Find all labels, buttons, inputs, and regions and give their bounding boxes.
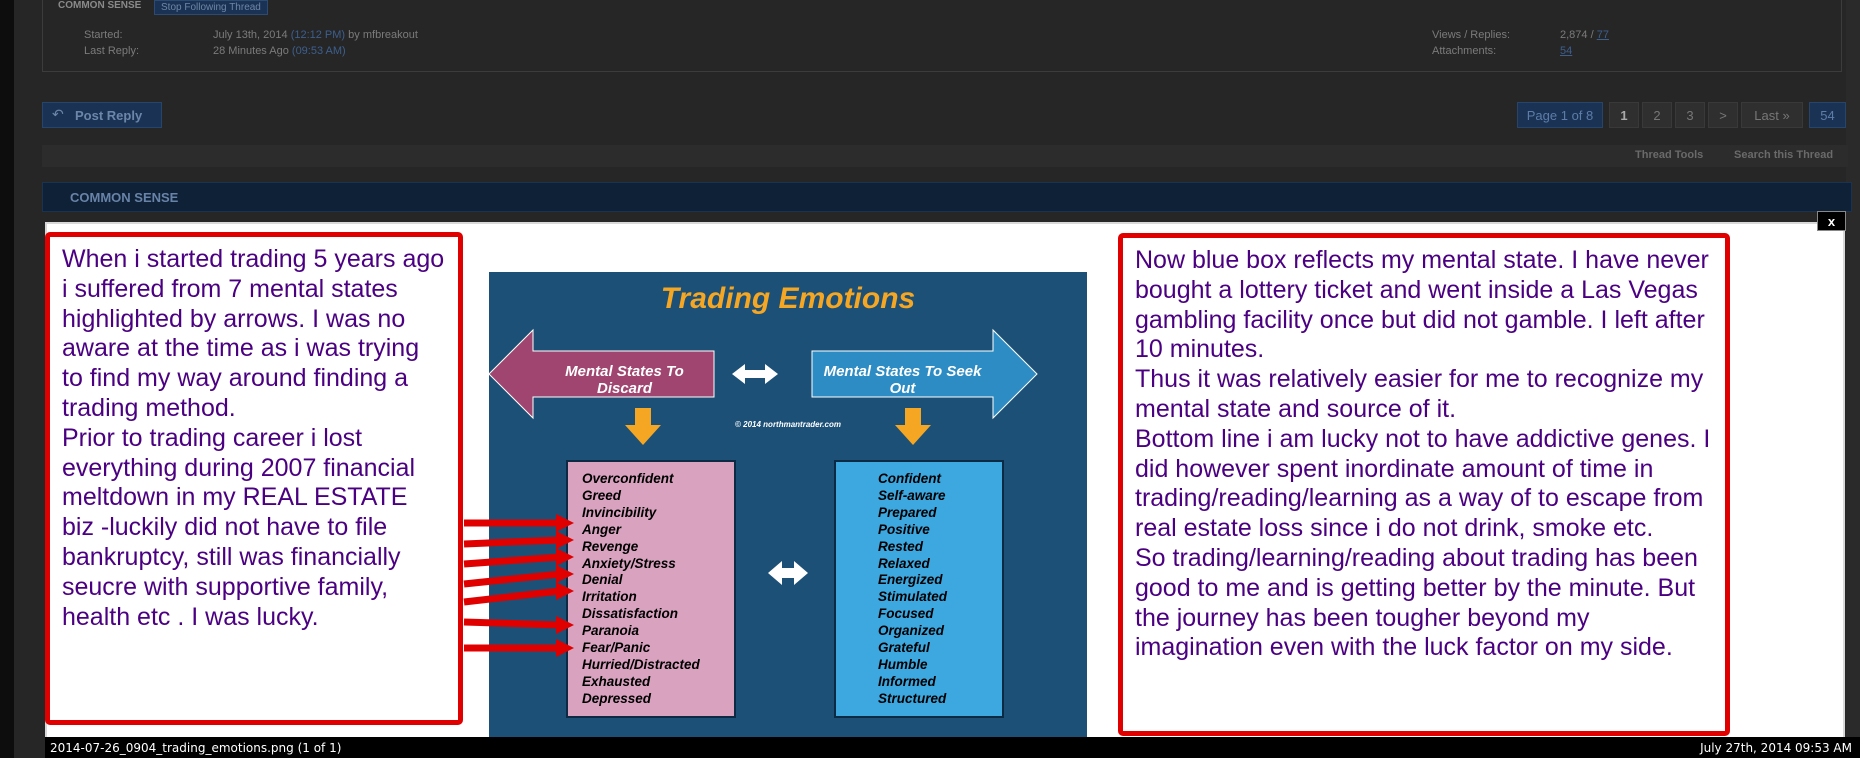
last-reply-label: Last Reply: xyxy=(84,45,140,57)
discard-item: Denial xyxy=(582,572,623,588)
started-by-user[interactable]: mfbreakout xyxy=(362,29,418,41)
discard-item: Overconfident xyxy=(582,471,674,486)
left-annotation-paragraph: When i started trading 5 years ago i suf… xyxy=(62,245,445,422)
image-date: July 27th, 2014 09:53 AM xyxy=(1700,741,1852,755)
post-reply-button[interactable]: Post Reply xyxy=(42,102,162,128)
views-label: Views / Replies: xyxy=(1432,29,1511,41)
replies-link[interactable]: 77 xyxy=(1596,29,1609,41)
discard-item: Depressed xyxy=(582,690,652,706)
discard-arrow-label: Mental States To Discard xyxy=(565,363,684,397)
last-reply-time: (09:53 AM) xyxy=(291,45,346,57)
attachments-label: Attachments: xyxy=(1432,45,1497,57)
page-1-button[interactable]: 1 xyxy=(1609,102,1639,128)
seek-item: Prepared xyxy=(878,504,937,520)
thread-tools-bar xyxy=(42,145,1848,167)
red-arrow xyxy=(463,565,574,588)
discard-item: Revenge xyxy=(582,538,639,554)
seek-item: Humble xyxy=(878,656,928,672)
infographic-arrows xyxy=(489,328,1038,585)
left-annotation-box: When i started trading 5 years ago i suf… xyxy=(45,232,463,725)
seek-item: Energized xyxy=(878,572,943,588)
page-2-button[interactable]: 2 xyxy=(1642,102,1672,128)
trading-emotions-infographic: Trading Emotions Mental States To Discar… xyxy=(489,272,1087,737)
last-reply-ago: 28 Minutes Ago xyxy=(213,45,289,57)
seek-item: Informed xyxy=(878,673,936,689)
last-page-button[interactable]: Last » xyxy=(1741,102,1803,128)
thread-info-panel xyxy=(42,0,1842,72)
seek-item: Relaxed xyxy=(878,555,930,571)
discard-item: Hurried/Distracted xyxy=(582,656,700,672)
seek-item: Rested xyxy=(878,538,924,554)
discard-item: Paranoia xyxy=(582,623,640,639)
thread-tools-menu[interactable]: Thread Tools xyxy=(1635,149,1704,161)
started-by-word: by xyxy=(348,29,360,41)
seek-item: Grateful xyxy=(878,640,930,656)
seek-arrow-label: Mental States To Seek Out xyxy=(823,363,982,397)
discard-item: Fear/Panic xyxy=(582,640,651,656)
discard-item: Anxiety/Stress xyxy=(582,555,676,571)
discard-arrow-shape xyxy=(489,328,715,420)
started-time: (12:12 PM) xyxy=(290,29,346,41)
started-value: July 13th, 2014 (12:12 PM) by mfbreakout xyxy=(213,29,418,41)
started-label: Started: xyxy=(84,29,123,41)
left-edge xyxy=(0,0,14,758)
discard-item: Irritation xyxy=(582,589,637,605)
seek-list: Confident Self-aware Prepared Positive R… xyxy=(834,460,1004,718)
double-arrow-icon xyxy=(732,364,778,384)
red-arrow xyxy=(464,639,574,657)
discard-item: Exhausted xyxy=(582,673,651,689)
stop-following-button[interactable]: Stop Following Thread xyxy=(154,0,268,15)
image-filename: 2014-07-26_0904_trading_emotions.png (1 … xyxy=(50,741,342,755)
red-annotation-arrows xyxy=(463,514,574,657)
red-arrow xyxy=(463,548,574,568)
seek-arrow-shape xyxy=(811,328,1038,420)
lightbox-caption-bar xyxy=(45,737,1860,758)
views-value: 2,874 / 77 xyxy=(1560,29,1609,41)
close-lightbox-button[interactable]: x xyxy=(1817,211,1846,231)
red-arrow xyxy=(463,582,574,606)
page-scrollbar[interactable] xyxy=(1846,0,1860,758)
thread-header-bar xyxy=(42,182,1852,212)
post-count-badge: 54 xyxy=(1809,102,1846,128)
down-arrow-icon xyxy=(895,408,931,445)
discard-list: Overconfident Greed Invincibility Anger … xyxy=(566,460,736,718)
seek-item: Confident xyxy=(878,471,941,486)
page-3-button[interactable]: 3 xyxy=(1675,102,1705,128)
thread-header-title: COMMON SENSE xyxy=(70,190,179,205)
thread-info-legend: COMMON SENSE xyxy=(58,0,142,11)
right-annotation-paragraph: Bottom line i am lucky not to have addic… xyxy=(1135,424,1711,543)
red-arrow xyxy=(463,616,574,634)
right-annotation-paragraph: Now blue box reflects my mental state. I… xyxy=(1135,246,1709,364)
infographic-title: Trading Emotions xyxy=(660,282,916,315)
double-arrow-icon xyxy=(768,561,808,585)
right-annotation-paragraph: So trading/learning/reading about tradin… xyxy=(1135,543,1698,662)
views-count: 2,874 / xyxy=(1560,29,1594,41)
discard-item: Dissatisfaction xyxy=(582,606,679,622)
seek-item: Stimulated xyxy=(878,589,948,605)
infographic-copyright: © 2014 northmantrader.com xyxy=(735,420,841,429)
reply-icon: ↶ xyxy=(52,106,64,122)
discard-item: Anger xyxy=(582,521,622,537)
red-arrow xyxy=(463,531,574,549)
discard-item: Invincibility xyxy=(582,504,657,520)
seek-item: Organized xyxy=(878,623,945,639)
page-label: Page 1 of 8 xyxy=(1517,102,1603,128)
right-annotation-paragraph: Thus it was relatively easier for me to … xyxy=(1135,365,1704,423)
search-thread-menu[interactable]: Search this Thread xyxy=(1734,149,1834,161)
discard-item: Greed xyxy=(582,487,622,503)
seek-item: Structured xyxy=(878,690,947,706)
seek-item: Focused xyxy=(878,606,934,622)
last-reply-value: 28 Minutes Ago (09:53 AM) xyxy=(213,45,346,57)
down-arrow-icon xyxy=(625,408,661,445)
left-annotation-paragraph: Prior to trading career i lost everythin… xyxy=(62,423,416,631)
right-annotation-box: Now blue box reflects my mental state. I… xyxy=(1118,233,1730,736)
seek-item: Self-aware xyxy=(878,487,946,503)
red-arrow xyxy=(464,514,574,532)
started-date: July 13th, 2014 xyxy=(213,29,288,41)
attachments-link[interactable]: 54 xyxy=(1560,45,1573,57)
next-page-button[interactable]: > xyxy=(1708,102,1738,128)
seek-item: Positive xyxy=(878,521,930,537)
